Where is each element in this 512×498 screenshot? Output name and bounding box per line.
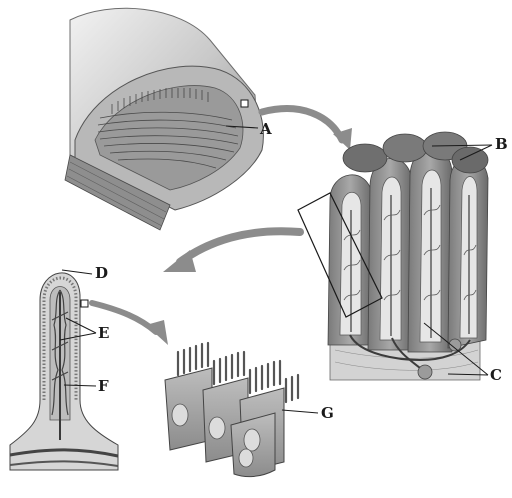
label-b: B [495,137,508,152]
arrow-to-villi [262,109,342,140]
label-d: D [95,266,108,281]
label-f: F [98,379,109,394]
label-c: C [490,368,502,383]
box-marker-a [241,100,248,107]
villi-block [298,132,488,380]
intestine-section [65,8,263,230]
label-e: E [98,326,109,341]
box-marker-villus [81,300,88,307]
label-a: A [260,122,272,137]
leader-g [282,410,318,413]
label-g: G [321,406,334,421]
arrow-to-villus [180,231,300,262]
epithelial-cells [165,343,298,477]
